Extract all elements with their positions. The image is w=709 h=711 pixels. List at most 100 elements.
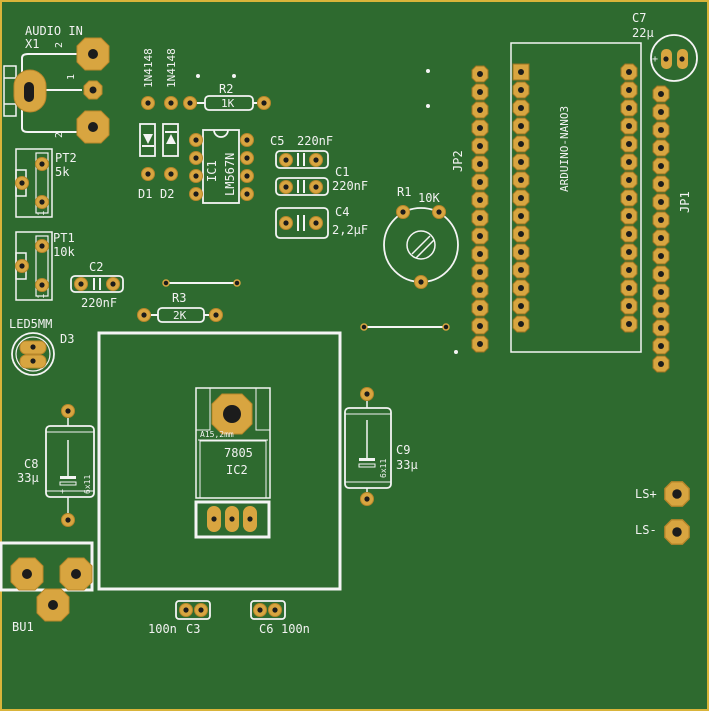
nano-left-pad-9 (512, 207, 530, 225)
label-arduino: ARDUINO-NANO3 (558, 106, 571, 192)
jp1-pad-14 (652, 319, 670, 337)
label-ic2-tab: A15,2mm (200, 430, 234, 439)
jp2-pad-11 (471, 245, 489, 263)
jp1-pad-2 (652, 103, 670, 121)
wire-bridge-2 (360, 323, 450, 331)
resistor-r3: R3 2K (137, 291, 223, 323)
label-c3: C3 (186, 622, 200, 636)
nano-right-pad-15 (620, 315, 638, 333)
nano-right-pad-3 (620, 99, 638, 117)
label-d3: D3 (60, 332, 74, 346)
jp2-pad-7 (471, 173, 489, 191)
jp1-pad-4 (652, 139, 670, 157)
capacitor-c9: 6x11 C9 33µ (344, 387, 418, 506)
label-r3: R3 (172, 291, 186, 305)
nano-right-pad-2 (620, 81, 638, 99)
capacitor-c8: C8 33µ + 6x11 (17, 404, 95, 527)
label-ls-minus: LS- (635, 523, 657, 537)
capacitor-c2: C2 220nF (70, 260, 124, 310)
nano-left-pad-2 (512, 81, 530, 99)
label-x1-pin2a: 2 (54, 42, 65, 48)
label-ic2-value: 7805 (224, 446, 253, 460)
capacitor-c4: C4 2,2µF (275, 205, 368, 239)
jp2-pad-15 (471, 317, 489, 335)
nano-right-pad-13 (620, 279, 638, 297)
capacitor-c5: C5 220nF (270, 134, 333, 169)
nano-left-pad-4 (512, 117, 530, 135)
label-c7-plus: + (652, 54, 658, 65)
nano-right-pad-8 (620, 189, 638, 207)
nano-left-pad-13 (512, 279, 530, 297)
wire-bridge-1 (162, 279, 241, 287)
trimmer-pt1: PT1 10k 1 (15, 231, 75, 301)
nano-left-pad-7 (512, 171, 530, 189)
label-pt1: PT1 (53, 231, 75, 245)
label-c8-size: 6x11 (83, 475, 92, 494)
label-d2-value: 1N4148 (165, 48, 178, 88)
nano-right-pad-9 (620, 207, 638, 225)
nano-right-pad-5 (620, 135, 638, 153)
nano-left-pad-14 (512, 297, 530, 315)
label-c6: C6 (259, 622, 273, 636)
label-c8: C8 (24, 457, 38, 471)
label-c2-value: 220nF (81, 296, 117, 310)
label-c4-value: 2,2µF (332, 223, 368, 237)
capacitor-c7: C7 22µ + (632, 11, 698, 82)
trimmer-pt2: PT2 5k 1 (15, 148, 77, 218)
label-x1: X1 (25, 37, 39, 51)
label-c8-value: 33µ (17, 471, 39, 485)
jp2-pad-9 (471, 209, 489, 227)
label-r2-value: 1K (221, 97, 235, 110)
nano-left-pad-12 (512, 261, 530, 279)
label-c5-value: 220nF (297, 134, 333, 148)
jp1-pad-6 (652, 175, 670, 193)
jp2-pad-14 (471, 299, 489, 317)
label-pt1-pin1: 1 (37, 294, 47, 299)
header-jp1: JP1 (652, 85, 692, 373)
label-bu1: BU1 (12, 620, 34, 634)
label-r1: R1 (397, 185, 411, 199)
led-d3: LED5MM D3 (9, 317, 74, 376)
jp2-pad-1 (471, 65, 489, 83)
label-c9-size: 6x11 (379, 459, 388, 478)
label-c2: C2 (89, 260, 103, 274)
label-ic1: IC1 (205, 160, 219, 182)
nano-right-pad-1 (620, 63, 638, 81)
header-jp2: JP2 (426, 65, 489, 354)
label-c7: C7 (632, 11, 646, 25)
diode-d1: 1N4148 D1 (138, 48, 156, 201)
label-c7-value: 22µ (632, 26, 654, 40)
nano-left-pad-3 (512, 99, 530, 117)
speaker-terminals: LS+ LS- (635, 481, 690, 545)
nano-left-pad-8 (512, 189, 530, 207)
label-c9-value: 33µ (396, 458, 418, 472)
jp1-pad-5 (652, 157, 670, 175)
jp2-pad-13 (471, 281, 489, 299)
label-ic2: IC2 (226, 463, 248, 477)
jp1-pad-1 (652, 85, 670, 103)
nano-left-pad-11 (512, 243, 530, 261)
jp1-pad-16 (652, 355, 670, 373)
jp1-pad-8 (652, 211, 670, 229)
nano-left-pad-15 (512, 315, 530, 333)
nano-right-pad-6 (620, 153, 638, 171)
label-c6-value: 100n (281, 622, 310, 636)
nano-left-pad-5 (512, 135, 530, 153)
label-c3-value: 100n (148, 622, 177, 636)
label-d2: D2 (160, 187, 174, 201)
jp2-pad-12 (471, 263, 489, 281)
jp1-pad-7 (652, 193, 670, 211)
dc-jack-bu1: BU1 (0, 541, 94, 634)
jp1-pad-3 (652, 121, 670, 139)
nano-left-pad-10 (512, 225, 530, 243)
jp1-pad-11 (652, 265, 670, 283)
label-ic1-value: LM567N (223, 153, 237, 196)
nano-right-pad-14 (620, 297, 638, 315)
nano-right-pad-4 (620, 117, 638, 135)
label-jp2: JP2 (451, 150, 465, 172)
ic1-lm567n: IC1 LM567N (189, 129, 254, 204)
label-ls-plus: LS+ (635, 487, 657, 501)
capacitor-c1: C1 220nF (275, 165, 368, 196)
label-pt2-value: 5k (55, 165, 70, 179)
